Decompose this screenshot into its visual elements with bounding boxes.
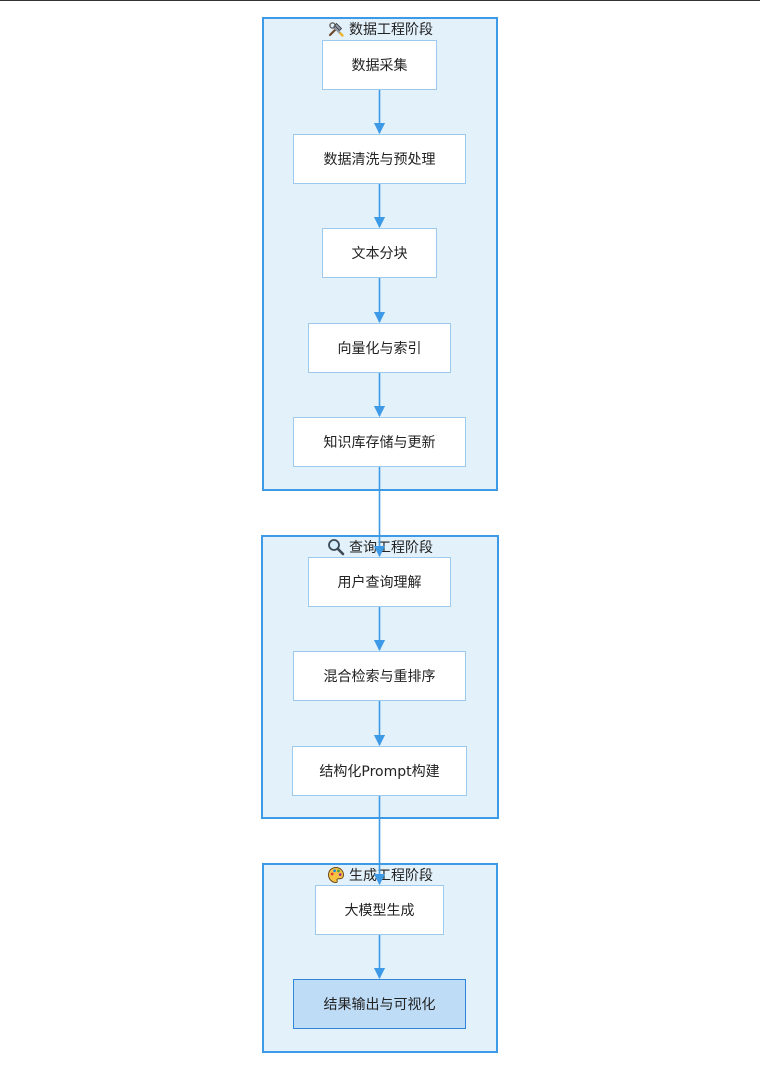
stage-generation-engineering-title: 生成工程阶段: [264, 866, 496, 884]
node-text-chunking[interactable]: 文本分块: [322, 228, 437, 278]
magnifier-icon: [327, 538, 345, 556]
tools-icon: [327, 20, 345, 38]
node-data-collection[interactable]: 数据采集: [322, 40, 437, 90]
node-query-understanding[interactable]: 用户查询理解: [308, 557, 451, 607]
stage-title-text: 查询工程阶段: [349, 540, 433, 556]
node-structured-prompt[interactable]: 结构化Prompt构建: [292, 746, 467, 796]
node-result-output-visualization[interactable]: 结果输出与可视化: [293, 979, 466, 1029]
palette-icon: [327, 866, 345, 884]
node-data-cleaning[interactable]: 数据清洗与预处理: [293, 134, 466, 184]
stage-title-text: 数据工程阶段: [349, 22, 433, 38]
node-hybrid-retrieval-rerank[interactable]: 混合检索与重排序: [293, 651, 466, 701]
stage-data-engineering-title: 数据工程阶段: [264, 20, 496, 38]
node-llm-generation[interactable]: 大模型生成: [315, 885, 444, 935]
stage-query-engineering-title: 查询工程阶段: [263, 538, 497, 556]
top-rule: [0, 0, 760, 1]
node-knowledge-base-store[interactable]: 知识库存储与更新: [293, 417, 466, 467]
stage-title-text: 生成工程阶段: [349, 868, 433, 884]
node-vectorize-index[interactable]: 向量化与索引: [308, 323, 451, 373]
